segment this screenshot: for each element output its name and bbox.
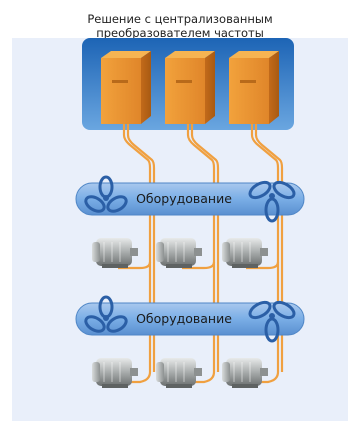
equipment-label-1: Оборудование: [136, 191, 232, 206]
motor-icon: [222, 238, 268, 268]
cable-1a: [118, 118, 152, 384]
cables: [118, 118, 284, 384]
cable-2a: [182, 118, 216, 384]
motor-icon: [156, 238, 202, 268]
fan-icon-right-1: [248, 180, 296, 223]
fan-icon-left-2: [84, 295, 128, 333]
cable-3a: [246, 118, 280, 384]
motor-icon: [92, 238, 138, 268]
motor-icon: [156, 358, 202, 388]
equipment-label-2: Оборудование: [136, 311, 232, 326]
motor-icon: [222, 358, 268, 388]
equipment-band-1: Оборудование: [75, 175, 305, 223]
cable-3b: [254, 118, 284, 372]
fan-icon-right-2: [248, 300, 296, 343]
cable-1b: [126, 118, 156, 372]
motor-icon: [92, 358, 138, 388]
diagram-title: Решение с централизованным преобразовате…: [70, 12, 290, 40]
motor-row-2: [92, 358, 268, 388]
cable-branch-1: [118, 261, 152, 270]
cable-branch-2: [182, 261, 216, 270]
equipment-band-2: Оборудование: [75, 295, 305, 343]
cable-branch-3: [246, 261, 280, 270]
cable-2b: [190, 118, 220, 372]
motor-row-1: [92, 238, 268, 268]
cabinet-2: [165, 51, 215, 124]
fan-icon-left-1: [84, 175, 128, 213]
title-line-1: Решение с централизованным: [87, 12, 273, 26]
cabinet-3: [229, 51, 279, 124]
cabinet-1: [101, 51, 151, 124]
title-line-2: преобразователем частоты: [96, 26, 264, 40]
